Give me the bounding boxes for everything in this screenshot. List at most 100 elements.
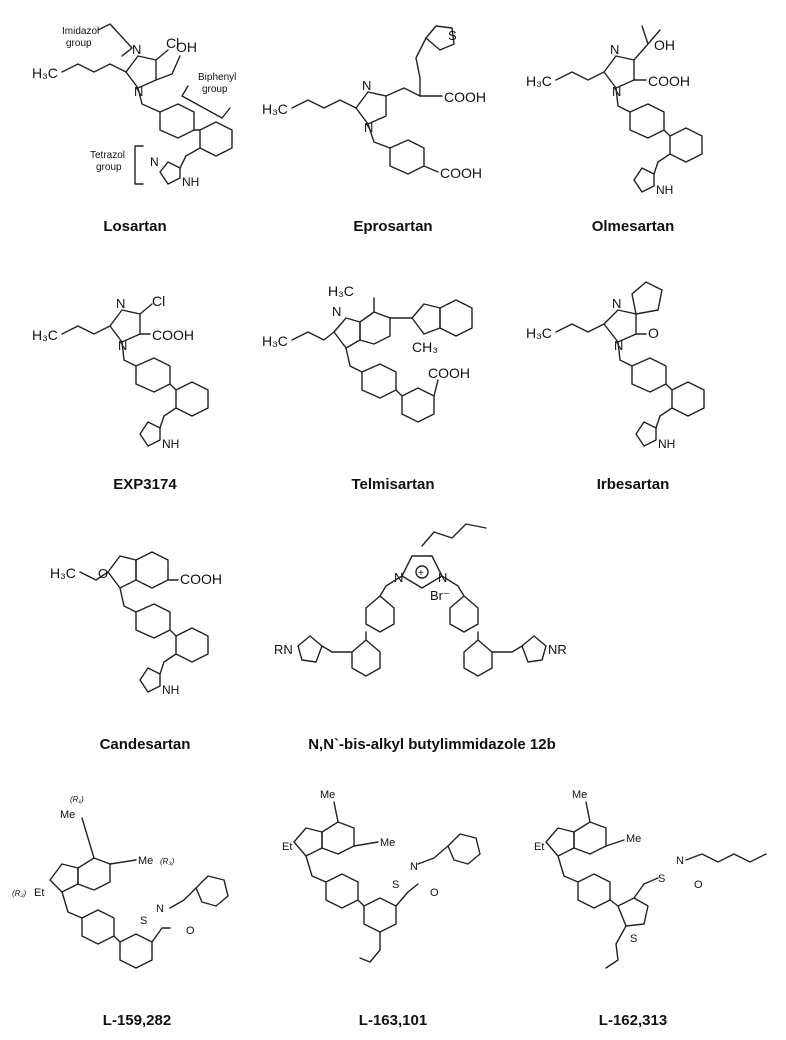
s-label: S <box>630 933 637 945</box>
tetrazole-n-label: N <box>150 155 159 169</box>
me-label: Me <box>60 809 75 821</box>
structure-irbesartan: H₃C N N O NH Irbesartan <box>522 268 784 498</box>
ch3-label: CH₃ <box>412 339 438 355</box>
structure-bis-alkyl-butylimidazole: N N + Br⁻ RN NR N,N`-bis-alkyl butylimmi… <box>262 516 784 766</box>
et-label: Et <box>282 841 292 853</box>
me-label: Me <box>320 789 335 801</box>
bis-alkyl-drawing: N N + Br⁻ RN NR <box>274 523 567 677</box>
compound-name: Irbesartan <box>596 476 670 493</box>
me-label-2: Me <box>626 833 641 845</box>
o-label: O <box>98 566 108 581</box>
compound-name: EXP3174 <box>113 476 177 493</box>
exp3174-drawing: H₃C N N Cl COOH NH <box>32 293 209 451</box>
cooh-label: COOH <box>648 73 690 89</box>
n-label: N <box>612 296 621 311</box>
n-label-2: N <box>438 570 447 585</box>
structure-l-163-101: Me Me Et S N O L-163,101 <box>262 784 524 1034</box>
compound-name: Telmisartan <box>351 476 435 493</box>
cooh-label: COOH <box>180 571 222 587</box>
r1-label: (R₁) <box>70 795 84 804</box>
me-label-2: Me <box>380 837 395 849</box>
n-label: N <box>610 42 619 57</box>
o-label: O <box>430 887 439 899</box>
n-label: N <box>116 296 125 311</box>
rn-label: RN <box>274 642 293 657</box>
compound-name: L-163,101 <box>358 1012 428 1029</box>
me-label: Me <box>572 789 587 801</box>
n-label: N <box>156 903 164 915</box>
r3-label: (R₃) <box>160 857 175 866</box>
compound-name: Candesartan <box>99 736 191 753</box>
imidazol-group-label: Imidazol <box>62 26 99 37</box>
eprosartan-drawing: H₃C N N COOH S COOH <box>262 25 486 181</box>
structure-candesartan: H₃C O COOH NH Candesartan <box>10 526 260 766</box>
s-label: S <box>392 879 399 891</box>
n-label: N <box>362 78 371 93</box>
oh-label: OH <box>176 39 197 55</box>
l-162-313-drawing: Me Me Et S S N O <box>534 789 767 969</box>
methyl-label: H₃C <box>526 325 552 341</box>
methyl-label: H₃C <box>262 101 288 117</box>
o-label: O <box>186 925 195 937</box>
methyl-label: H₃C <box>262 333 288 349</box>
o-label: O <box>694 879 703 891</box>
s-label: S <box>140 915 147 927</box>
nr-label: NR <box>548 642 567 657</box>
n-label: N <box>132 42 141 57</box>
s-label-2: S <box>658 873 665 885</box>
plus-label: + <box>418 568 424 579</box>
s-label: S <box>448 28 457 43</box>
structure-eprosartan: H₃C N N COOH S COOH Eprosartan <box>262 8 524 238</box>
et-label: Et <box>534 841 544 853</box>
n-label: N <box>410 861 418 873</box>
biphenyl-group-label-2: group <box>202 84 228 95</box>
methyl-label: H₃C <box>50 565 76 581</box>
r2-label: (R₂) <box>12 889 26 898</box>
structure-l-159-282: (R₁) Me Me (R₃) (R₂) Et S N O L-159,282 <box>10 784 260 1034</box>
n-label: N <box>676 855 684 867</box>
tetrazol-group-label: Tetrazol <box>90 150 125 161</box>
structure-losartan: Imidazol group Biphenyl group Tetrazol g… <box>10 8 260 235</box>
irbesartan-drawing: H₃C N N O NH <box>526 281 705 451</box>
methyl-label: H₃C <box>32 65 58 81</box>
l-159-282-drawing: (R₁) Me Me (R₃) (R₂) Et S N O <box>12 795 229 969</box>
compound-name: L-162,313 <box>598 1012 668 1029</box>
cl-label: Cl <box>152 293 165 309</box>
cooh-label: COOH <box>428 365 470 381</box>
tetrazole-nh-label: NH <box>182 175 199 189</box>
o-label: O <box>648 325 659 341</box>
imidazol-group-label-2: group <box>66 38 92 49</box>
tetrazole-nh-label: NH <box>162 437 179 451</box>
compound-name: L-159,282 <box>102 1012 172 1029</box>
tetrazole-nh-label: NH <box>658 437 675 451</box>
me-label-2: Me <box>138 855 153 867</box>
compound-name: Olmesartan <box>591 218 675 235</box>
methyl-label: H₃C <box>32 327 58 343</box>
cooh-label-2: COOH <box>440 165 482 181</box>
et-label: Et <box>34 887 44 899</box>
telmisartan-drawing: H₃C N H₃C CH₃ COOH <box>262 283 473 423</box>
olmesartan-drawing: H₃C N N OH COOH NH <box>526 25 703 197</box>
biphenyl-group-label: Biphenyl <box>198 72 236 83</box>
tetrazol-group-label-2: group <box>96 162 122 173</box>
structure-telmisartan: H₃C N H₃C CH₃ COOH Telmisartan <box>262 268 524 498</box>
compound-name: Losartan <box>103 218 167 235</box>
cooh-label: COOH <box>152 327 194 343</box>
structure-l-162-313: Me Me Et S S N O L-162,313 <box>522 784 784 1034</box>
n-label: N <box>332 304 341 319</box>
oh-label: OH <box>654 37 675 53</box>
br-label: Br⁻ <box>430 588 450 603</box>
cl-label: Cl <box>166 35 179 51</box>
tetrazole-nh-label: NH <box>656 183 673 197</box>
structure-exp3174: H₃C N N Cl COOH NH EXP3174 <box>10 268 260 498</box>
compound-name: N,N`-bis-alkyl butylimmidazole 12b <box>308 736 556 753</box>
l-163-101-drawing: Me Me Et S N O <box>282 789 481 963</box>
compound-name: Eprosartan <box>353 218 433 235</box>
cooh-label: COOH <box>444 89 486 105</box>
methyl-label-2: H₃C <box>328 283 354 299</box>
candesartan-drawing: H₃C O COOH NH <box>50 551 222 697</box>
tetrazole-nh-label: NH <box>162 683 179 697</box>
losartan-drawing: Imidazol group Biphenyl group Tetrazol g… <box>32 23 236 189</box>
methyl-label: H₃C <box>526 73 552 89</box>
structure-olmesartan: H₃C N N OH COOH NH Olmesartan <box>522 8 784 238</box>
